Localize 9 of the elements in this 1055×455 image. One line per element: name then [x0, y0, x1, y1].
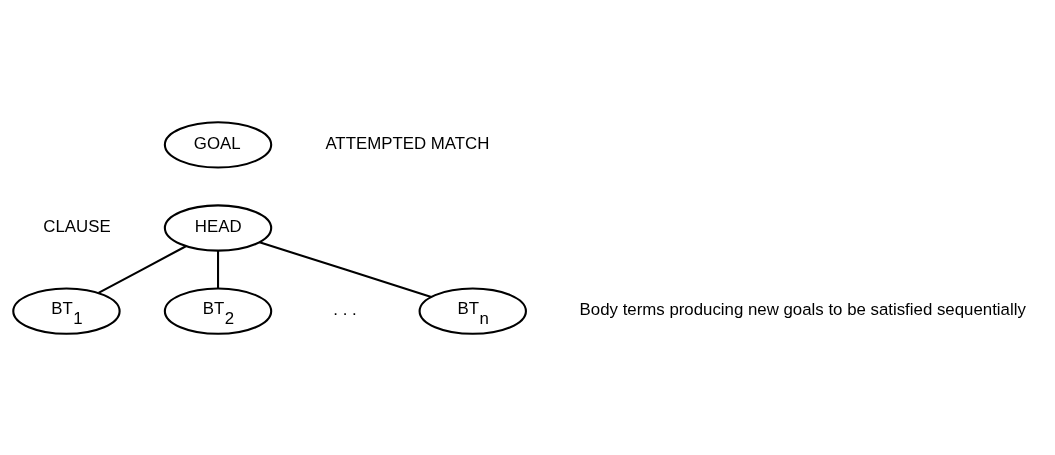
label: ATTEMPTED MATCH	[325, 133, 490, 153]
node-ellipse: GOAL	[163, 120, 273, 169]
connector	[98, 244, 187, 294]
connector	[216, 250, 220, 288]
label: Body terms producing new goals to be satisfied sequentially	[579, 299, 1026, 319]
label: . . .	[333, 299, 357, 319]
node-ellipse: HEAD	[163, 203, 273, 252]
label: CLAUSE	[43, 216, 111, 236]
connector	[259, 240, 432, 298]
